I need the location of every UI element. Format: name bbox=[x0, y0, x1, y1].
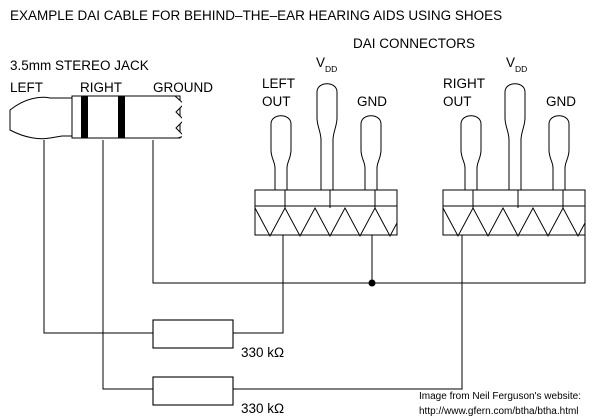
left-vdd-label: VDD bbox=[316, 55, 337, 74]
left-gnd-pin bbox=[360, 115, 382, 190]
resistor-right-value: 330 kΩ bbox=[241, 401, 284, 416]
left-gnd-label: GND bbox=[357, 94, 387, 109]
jack-name-label: 3.5mm STEREO JACK bbox=[10, 58, 149, 73]
right-vdd-pin bbox=[504, 83, 526, 190]
left-vdd-pin bbox=[316, 83, 338, 190]
credit-line-1: Image from Neil Ferguson's website: bbox=[419, 391, 581, 402]
left-out-label-line2: OUT bbox=[262, 94, 291, 109]
right-vdd-label: VDD bbox=[506, 55, 527, 74]
right-connector-body bbox=[442, 189, 586, 236]
left-out-pin bbox=[270, 115, 292, 190]
right-out-label-line1: RIGHT bbox=[443, 76, 485, 91]
stereo-jack-plug bbox=[9, 94, 192, 140]
right-out-pin bbox=[460, 115, 482, 190]
right-dai-connector: RIGHT OUT VDD GND bbox=[442, 55, 586, 238]
right-out-wire bbox=[233, 235, 463, 390]
left-out-label-line1: LEFT bbox=[262, 76, 295, 91]
left-out-wire bbox=[233, 235, 284, 334]
left-connector-body bbox=[254, 189, 398, 236]
right-audio-wire bbox=[102, 140, 153, 390]
ground-junction-dot bbox=[368, 279, 376, 287]
jack-ring-right-contact bbox=[81, 96, 88, 138]
left-audio-wire bbox=[43, 140, 153, 334]
credit-link[interactable]: http://www.gfern.com/btha/btha.html bbox=[419, 406, 579, 417]
resistor-left-value: 330 kΩ bbox=[241, 345, 284, 360]
right-gnd-label: GND bbox=[546, 94, 576, 109]
jack-right-label: RIGHT bbox=[80, 80, 122, 95]
dai-connectors-title: DAI CONNECTORS bbox=[353, 36, 475, 51]
diagram-title: EXAMPLE DAI CABLE FOR BEHIND–THE–EAR HEA… bbox=[10, 8, 502, 23]
right-out-label-line2: OUT bbox=[443, 94, 472, 109]
ground-wire bbox=[152, 140, 586, 284]
jack-ring-ground-contact bbox=[118, 96, 125, 138]
right-gnd-pin bbox=[548, 115, 570, 190]
jack-ground-label: GROUND bbox=[153, 80, 213, 95]
resistor-left bbox=[152, 319, 234, 349]
resistor-right bbox=[152, 376, 234, 406]
left-dai-connector: LEFT OUT VDD GND bbox=[254, 55, 398, 238]
wiring bbox=[43, 140, 586, 390]
jack-left-label: LEFT bbox=[10, 80, 43, 95]
